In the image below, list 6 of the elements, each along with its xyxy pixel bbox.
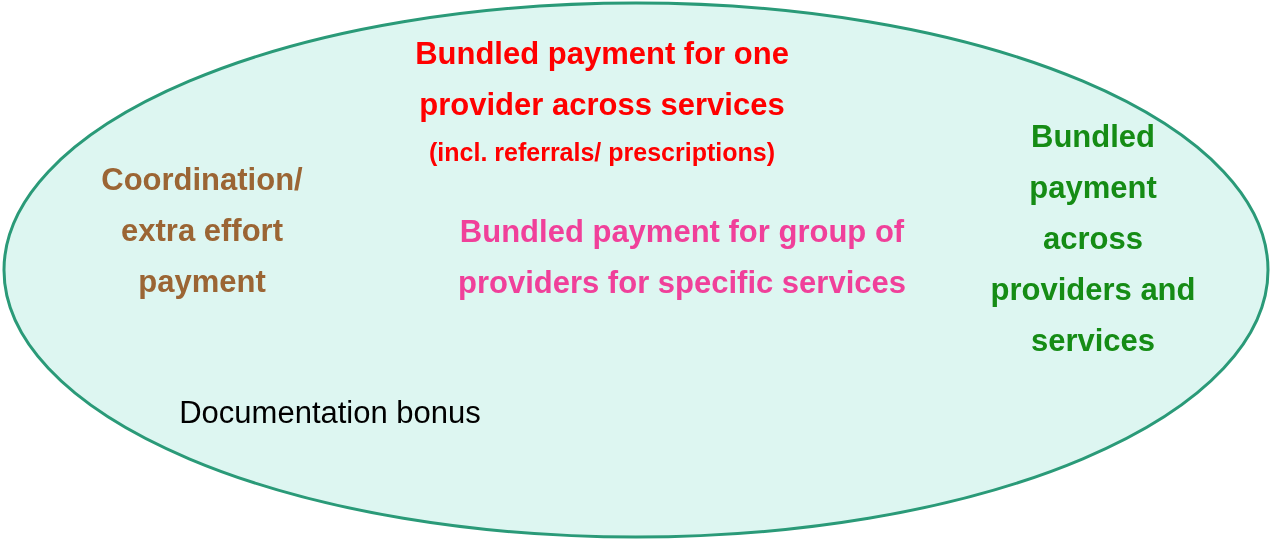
heading-text: Bundled payment for one provider across services: [414, 35, 790, 124]
note-text: (incl. referrals/ prescriptions): [428, 137, 776, 168]
payment-label: Coordination/ extra effort payment: [100, 161, 304, 301]
payment-label: Bundled payment across providers and services: [989, 118, 1197, 360]
payment-label: Bundled payment for group of providers for specific services: [457, 213, 907, 302]
bonus-label: Documentation bonus: [178, 394, 482, 432]
